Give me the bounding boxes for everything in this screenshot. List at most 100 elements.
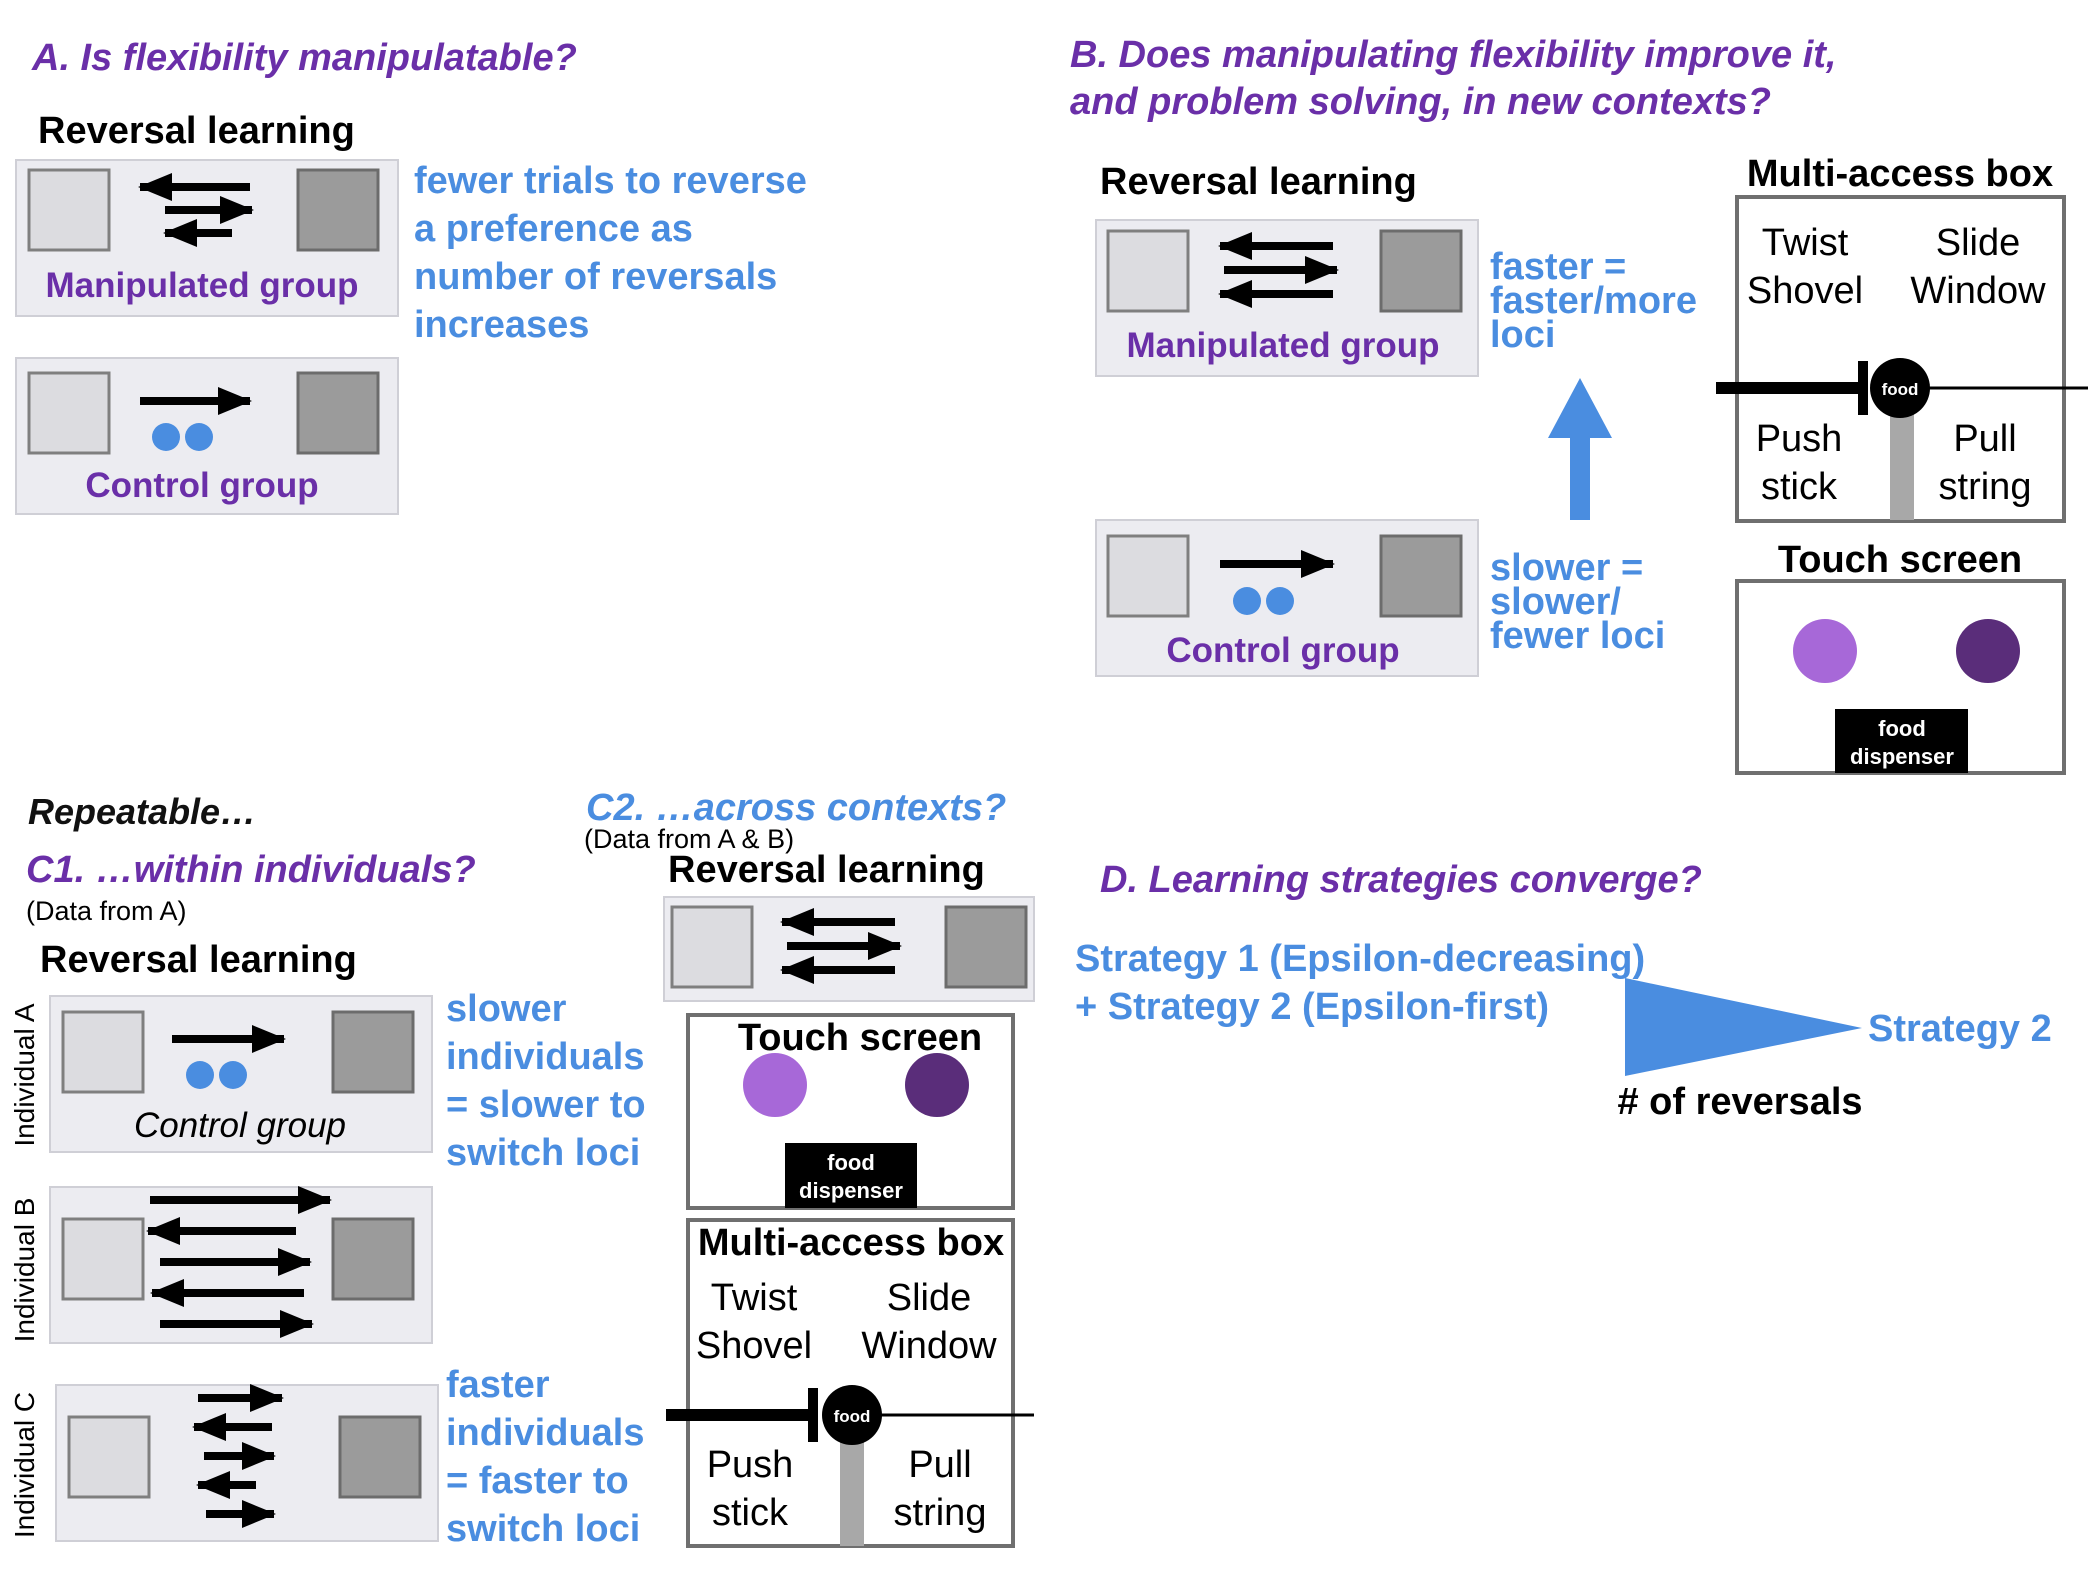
light-choice-box [27, 371, 111, 455]
food-label: food [1882, 380, 1919, 399]
locus-label: Window [1910, 270, 2046, 312]
dark-choice-box [296, 168, 380, 252]
dark-choice-box [331, 1010, 415, 1094]
locus-label: Pull [908, 1444, 971, 1486]
section-c2-heading: C2. …across contexts? [586, 787, 1006, 829]
locus-label: Twist [1762, 222, 1849, 264]
dark-choice-box [338, 1415, 422, 1499]
dark-purple-stimulus [1956, 619, 2020, 683]
section-c2-title: Reversal learning [668, 849, 985, 891]
blue-dot [1266, 587, 1294, 615]
faster-individuals-line: faster [446, 1364, 550, 1406]
section-b-title: Reversal learning [1100, 161, 1417, 203]
faster-individuals-line: switch loci [446, 1508, 640, 1550]
dark-choice-box [296, 371, 380, 455]
light-purple-stimulus [1793, 619, 1857, 683]
slower-note-line: slower/ [1490, 581, 1621, 623]
control-group-label: Control group [134, 1106, 346, 1145]
multi-access-box-title: Multi-access box [698, 1222, 1004, 1264]
dispenser-label: food [1878, 716, 1926, 741]
dark-choice-box [944, 905, 1028, 989]
manipulated-group-label: Manipulated group [1126, 326, 1439, 365]
locus-label: Push [707, 1444, 794, 1486]
slower-individuals-line: switch loci [446, 1132, 640, 1174]
section-a-note-line: number of reversals [414, 256, 777, 298]
stick-handle [808, 1388, 818, 1442]
strategy-line: + Strategy 2 (Epsilon-first) [1075, 986, 1549, 1028]
dark-choice-box [1379, 229, 1463, 313]
individual-label: Individual B [9, 1198, 40, 1343]
light-choice-box [27, 168, 111, 252]
section-a-note-line: increases [414, 304, 589, 346]
section-d-heading: D. Learning strategies converge? [1100, 859, 1702, 901]
locus-label: string [1939, 466, 2032, 508]
faster-note-line: faster = [1490, 246, 1626, 288]
food-dispenser [785, 1143, 917, 1208]
dispenser-label: dispenser [799, 1178, 903, 1203]
locus-label: Twist [711, 1277, 798, 1319]
section-c2: C2. …across contexts? (Data from A & B) … [584, 787, 1035, 1548]
light-choice-box [670, 905, 754, 989]
locus-label: Slide [1936, 222, 2021, 264]
dispenser-label: dispenser [1850, 744, 1954, 769]
faster-individuals-line: = faster to [446, 1460, 629, 1502]
locus-label: string [894, 1492, 987, 1534]
locus-label: Slide [887, 1277, 972, 1319]
section-c1: Repeatable… C1. …within individuals? (Da… [9, 791, 646, 1550]
section-a-heading: A. Is flexibility manipulatable? [31, 37, 577, 79]
section-a-note-line: fewer trials to reverse [414, 160, 807, 202]
faster-note-line: faster/more [1490, 280, 1697, 322]
improvement-arrow-icon [1548, 378, 1612, 520]
strategy-result: Strategy 2 [1868, 1008, 2052, 1050]
light-purple-stimulus [743, 1053, 807, 1117]
light-choice-box [61, 1217, 145, 1301]
dark-purple-stimulus [905, 1053, 969, 1117]
individual-label: Individual C [9, 1392, 40, 1538]
manipulated-group-label: Manipulated group [45, 266, 358, 305]
blue-dot [219, 1061, 247, 1089]
slower-note-line: fewer loci [1490, 615, 1665, 657]
section-b-heading-line: B. Does manipulating flexibility improve… [1070, 34, 1836, 76]
food-dispenser [1835, 709, 1968, 773]
food-item [822, 1385, 882, 1445]
individual-label: Individual A [9, 1003, 40, 1147]
multi-access-box-title: Multi-access box [1747, 153, 2053, 195]
control-group-label: Control group [1166, 631, 1399, 670]
faster-individuals-line: individuals [446, 1412, 644, 1454]
locus-label: Push [1756, 418, 1843, 460]
section-b: B. Does manipulating flexibility improve… [1070, 34, 2088, 775]
dispenser-label: food [827, 1150, 875, 1175]
slower-note-line: slower = [1490, 547, 1643, 589]
section-d: D. Learning strategies converge? Strateg… [1075, 859, 2052, 1123]
locus-label: Pull [1953, 418, 2016, 460]
dark-choice-box [1379, 534, 1463, 618]
locus-label: Shovel [696, 1325, 812, 1367]
touch-screen-title: Touch screen [738, 1017, 982, 1059]
locus-label: stick [712, 1492, 789, 1534]
dark-choice-box [331, 1217, 415, 1301]
light-choice-box [67, 1415, 151, 1499]
stick-handle [1858, 361, 1868, 415]
blue-dot [185, 423, 213, 451]
slower-individuals-line: slower [446, 988, 567, 1030]
strategy-line: Strategy 1 (Epsilon-decreasing) [1075, 938, 1645, 980]
section-a-title: Reversal learning [38, 110, 355, 152]
faster-note-line: loci [1490, 314, 1555, 356]
section-c1-source: (Data from A) [26, 896, 187, 926]
section-c2-source: (Data from A & B) [584, 824, 794, 854]
blue-dot [152, 423, 180, 451]
blue-dot [1233, 587, 1261, 615]
locus-label: stick [1761, 466, 1838, 508]
locus-label: Shovel [1747, 270, 1863, 312]
section-c1-title: Reversal learning [40, 939, 357, 981]
repeatable-heading: Repeatable… [28, 791, 256, 832]
section-c1-heading: C1. …within individuals? [26, 849, 476, 891]
section-b-heading-line: and problem solving, in new contexts? [1070, 81, 1771, 123]
convergence-wedge-icon [1625, 978, 1862, 1076]
slower-individuals-line: individuals [446, 1036, 644, 1078]
control-group-label: Control group [85, 466, 318, 505]
light-choice-box [61, 1010, 145, 1094]
section-a: A. Is flexibility manipulatable? Reversa… [15, 37, 807, 515]
slower-individuals-line: = slower to [446, 1084, 646, 1126]
